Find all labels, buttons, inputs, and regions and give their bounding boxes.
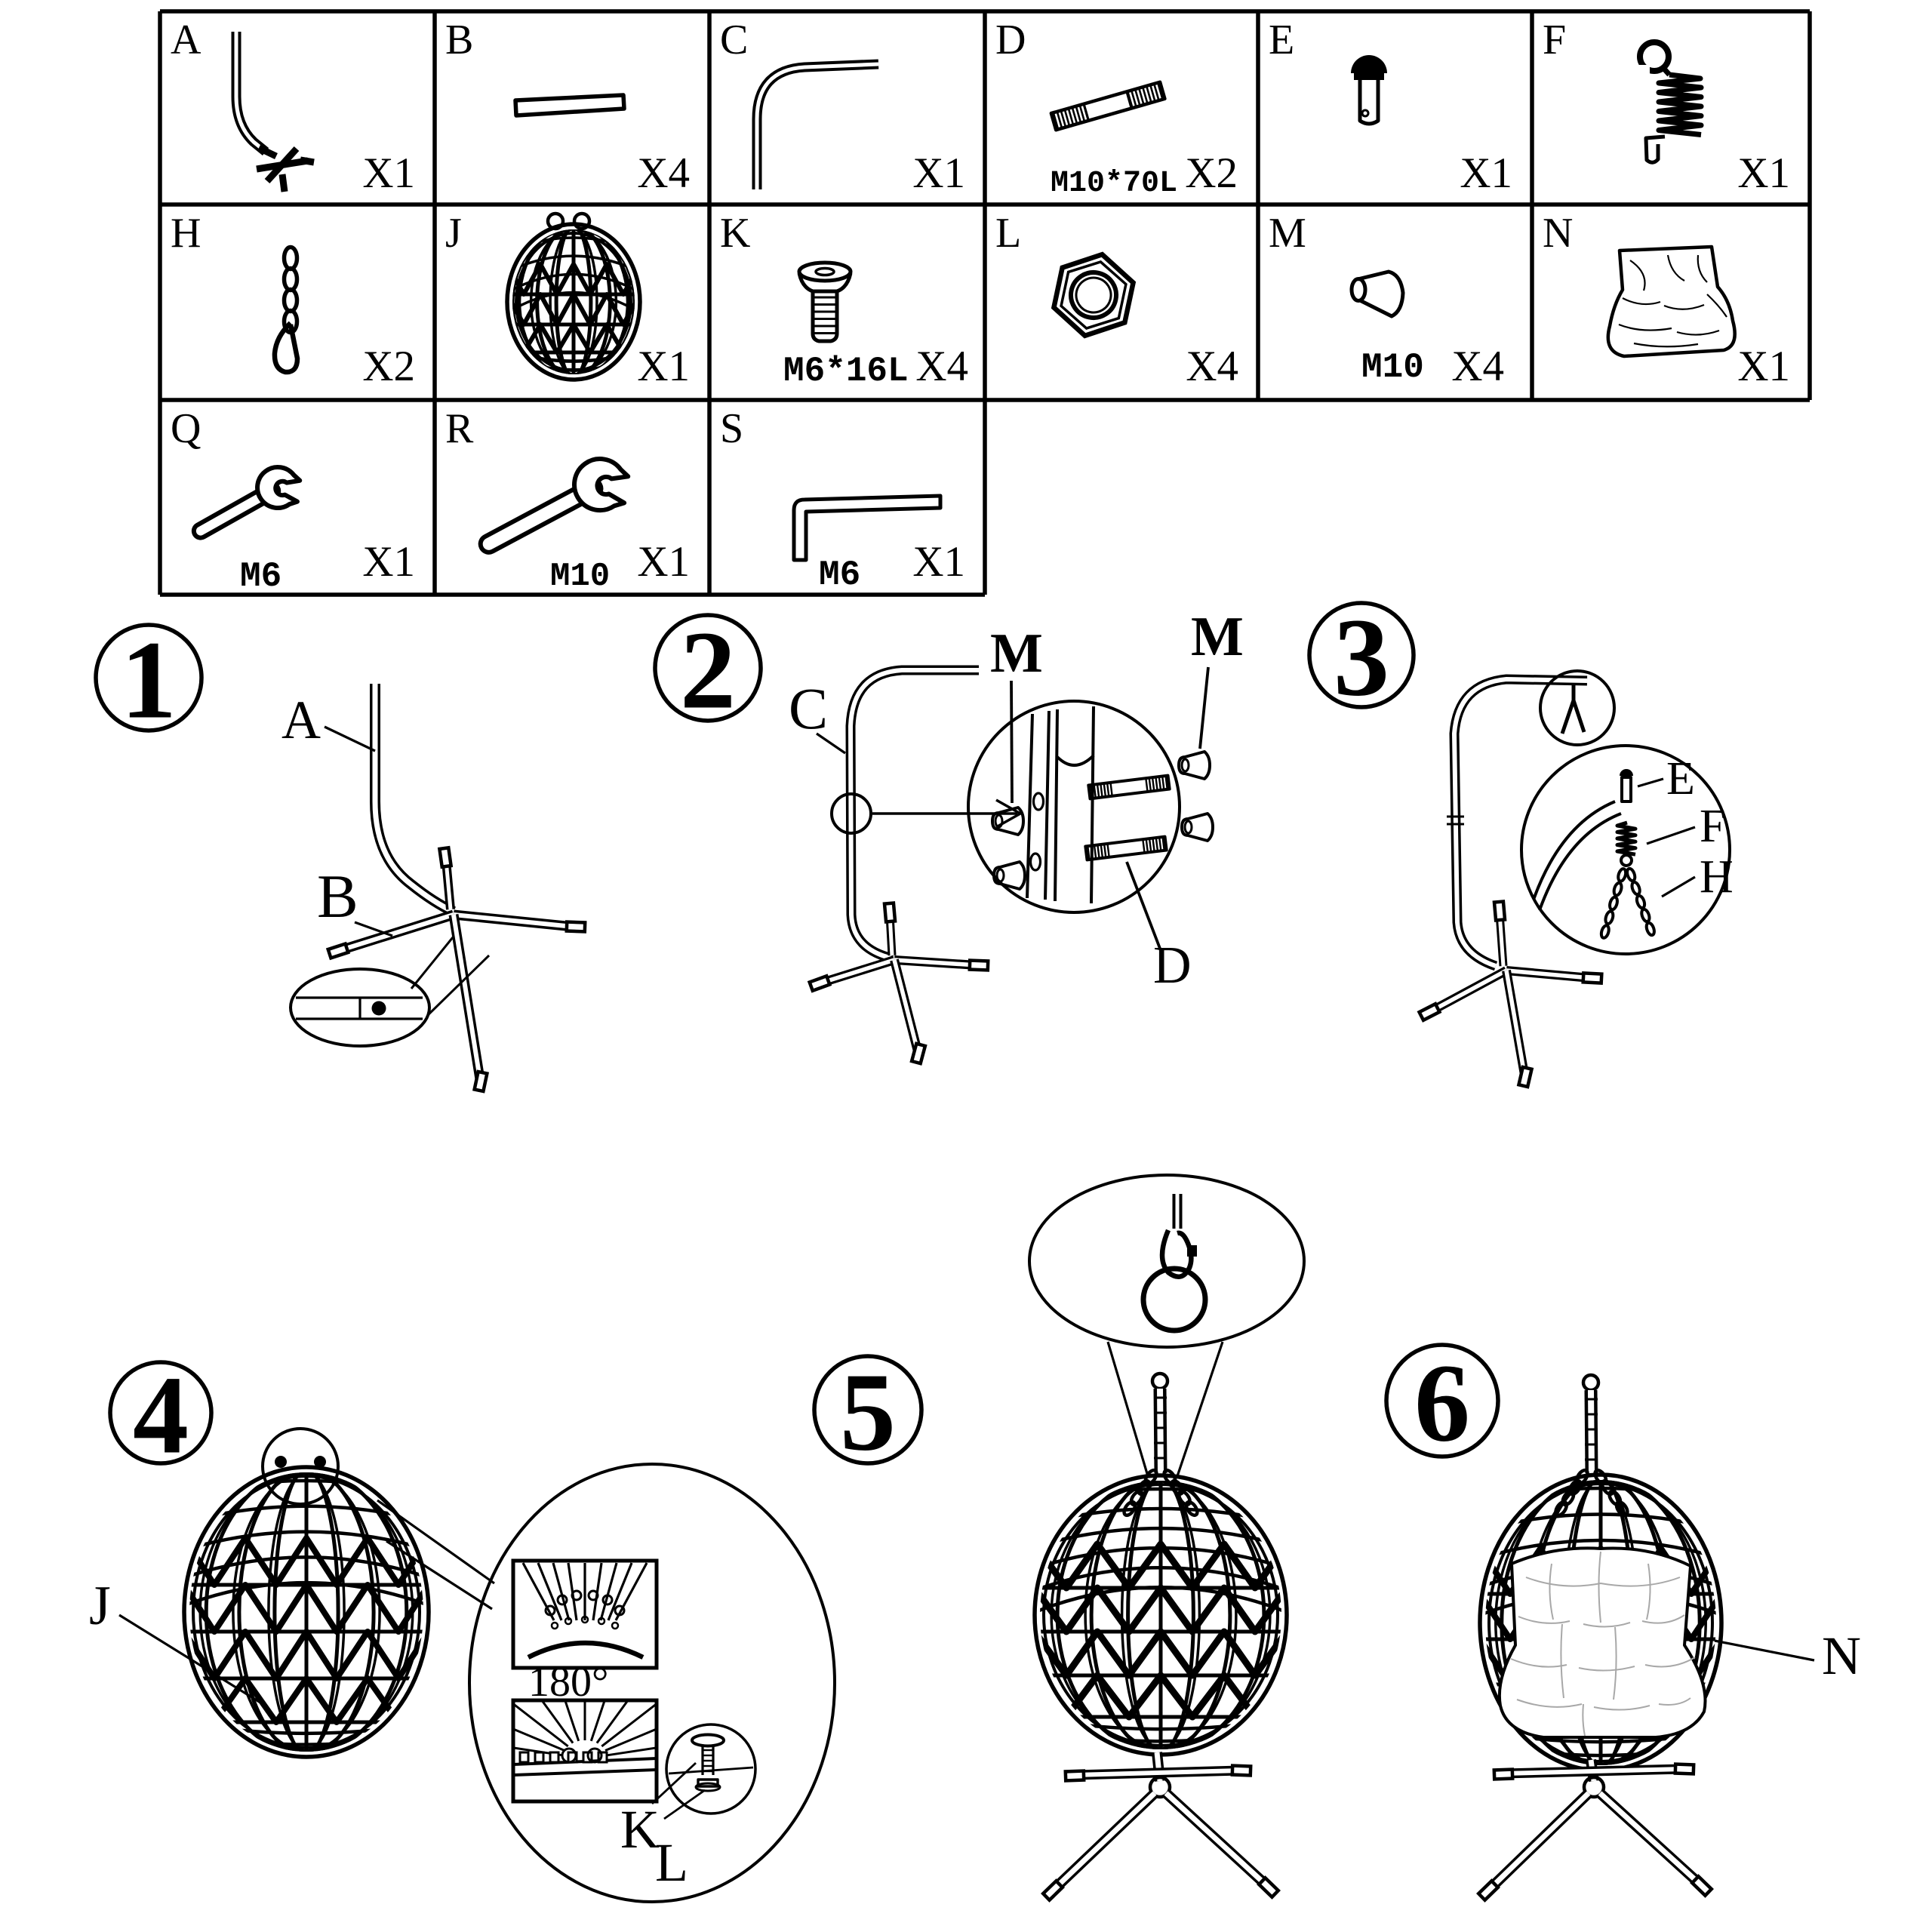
- svg-text:2: 2: [680, 609, 736, 733]
- svg-text:X1: X1: [637, 538, 690, 586]
- svg-text:X4: X4: [637, 149, 690, 197]
- svg-text:Q: Q: [171, 405, 201, 452]
- svg-text:M: M: [1269, 210, 1306, 257]
- svg-text:M6: M6: [240, 557, 281, 596]
- svg-text:1: 1: [121, 619, 177, 743]
- svg-text:6: 6: [1414, 1342, 1470, 1466]
- svg-text:D: D: [995, 17, 1026, 63]
- svg-text:L: L: [995, 210, 1021, 257]
- svg-text:M10*70L: M10*70L: [1051, 167, 1177, 201]
- svg-text:J: J: [445, 210, 462, 257]
- svg-text:R: R: [445, 405, 474, 452]
- svg-text:3: 3: [1334, 596, 1389, 720]
- svg-text:F: F: [1543, 17, 1566, 63]
- svg-text:X2: X2: [362, 343, 415, 390]
- svg-text:H: H: [1700, 851, 1734, 903]
- svg-text:5: 5: [840, 1351, 896, 1475]
- svg-text:X1: X1: [1460, 149, 1512, 197]
- svg-text:M: M: [990, 623, 1043, 685]
- svg-text:C: C: [789, 675, 828, 741]
- svg-text:X4: X4: [915, 343, 968, 390]
- svg-text:M: M: [1191, 606, 1244, 668]
- svg-text:B: B: [445, 17, 473, 63]
- svg-text:L: L: [655, 1832, 688, 1893]
- svg-text:X1: X1: [362, 538, 415, 586]
- svg-text:X1: X1: [637, 343, 690, 390]
- svg-text:E: E: [1269, 17, 1294, 63]
- svg-text:M10: M10: [550, 558, 610, 595]
- svg-text:M6*16L: M6*16L: [783, 352, 909, 391]
- svg-text:X1: X1: [1737, 343, 1790, 390]
- svg-text:A: A: [281, 690, 321, 750]
- svg-text:J: J: [89, 1575, 111, 1637]
- svg-text:F: F: [1700, 801, 1725, 852]
- svg-text:K: K: [620, 1799, 660, 1860]
- svg-text:X1: X1: [912, 149, 965, 197]
- svg-text:H: H: [171, 210, 201, 257]
- svg-text:E: E: [1666, 753, 1695, 804]
- svg-text:X1: X1: [362, 149, 415, 197]
- svg-text:C: C: [720, 17, 748, 63]
- svg-text:A: A: [171, 17, 202, 63]
- svg-text:X2: X2: [1185, 149, 1238, 197]
- svg-text:180°: 180°: [528, 1659, 608, 1706]
- svg-text:X1: X1: [1737, 149, 1790, 197]
- svg-text:K: K: [720, 210, 750, 257]
- svg-text:M6: M6: [819, 555, 860, 595]
- svg-text:S: S: [720, 405, 743, 452]
- svg-text:N: N: [1543, 210, 1573, 257]
- svg-text:X1: X1: [912, 538, 965, 586]
- svg-text:N: N: [1822, 1626, 1861, 1686]
- svg-text:M10: M10: [1361, 348, 1424, 387]
- svg-text:4: 4: [133, 1354, 189, 1478]
- svg-text:X4: X4: [1451, 343, 1504, 390]
- svg-text:B: B: [317, 862, 358, 931]
- svg-text:X4: X4: [1186, 343, 1238, 390]
